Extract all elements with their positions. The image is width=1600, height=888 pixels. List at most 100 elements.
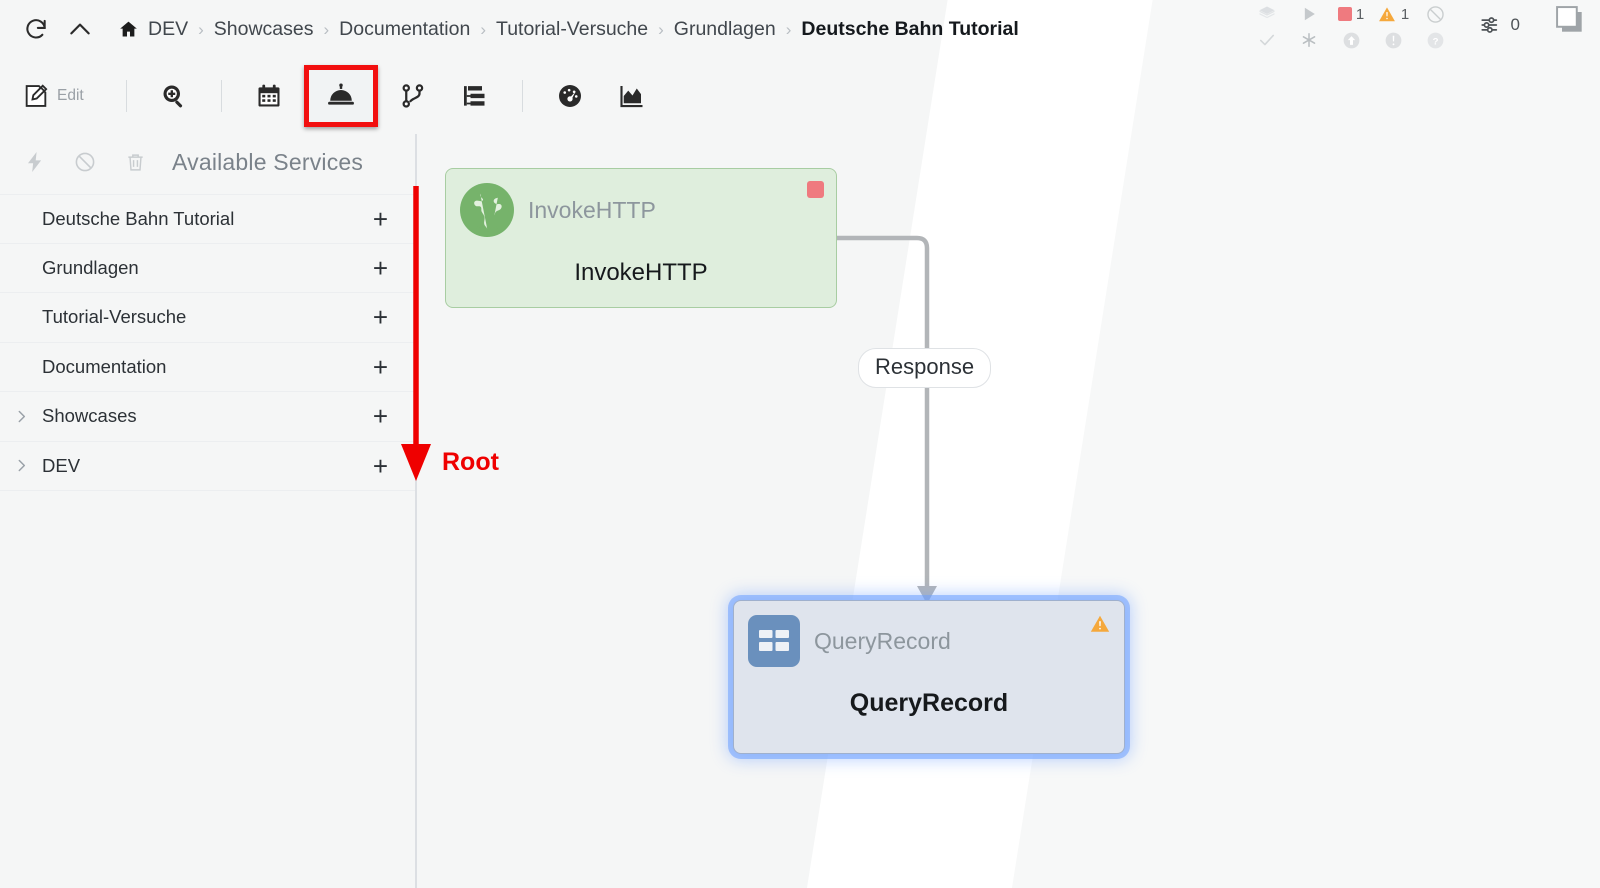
service-bell-icon — [328, 83, 354, 105]
exclamation-circle-icon[interactable] — [1372, 28, 1414, 52]
git-branch-icon — [402, 84, 424, 108]
service-row-1[interactable]: Grundlagen + — [0, 244, 416, 293]
service-row-2[interactable]: Tutorial-Versuche + — [0, 293, 416, 343]
breadcrumb-separator: › — [480, 19, 487, 39]
breadcrumb-bar: DEV › Showcases › Documentation › Tutori… — [0, 0, 1600, 58]
gauge-icon — [559, 85, 581, 107]
service-row-3[interactable]: Documentation + — [0, 343, 416, 392]
service-row-label: Deutsche Bahn Tutorial — [42, 207, 235, 229]
area-chart-icon — [620, 86, 643, 108]
stopped-count[interactable]: 1 — [1330, 2, 1372, 26]
breadcrumb-item-1[interactable]: Showcases — [213, 17, 314, 40]
toolbar-divider — [126, 80, 127, 112]
svg-text:?: ? — [1432, 36, 1438, 47]
root-annotation-label: Root — [442, 448, 499, 476]
invokehttp-node[interactable]: InvokeHTTP InvokeHTTP — [445, 168, 837, 308]
queryrecord-node-title: QueryRecord — [849, 689, 1009, 717]
add-service-button[interactable]: + — [372, 252, 388, 283]
status-row-secondary: ? — [1246, 28, 1546, 52]
layers-icon[interactable] — [1246, 2, 1288, 26]
copy-squares-icon[interactable] — [1554, 4, 1586, 41]
services-button[interactable] — [304, 65, 378, 127]
connection-layer — [837, 235, 937, 604]
breadcrumb-item-4[interactable]: Grundlagen — [673, 17, 776, 40]
stopped-square-icon — [807, 181, 824, 198]
status-row-primary: 1 1 — [1246, 2, 1546, 26]
breadcrumb-separator: › — [785, 19, 792, 39]
queryrecord-node[interactable]: QueryRecord QueryRecord — [733, 600, 1125, 754]
service-row-label: Documentation — [42, 355, 167, 377]
warning-triangle-icon — [1090, 615, 1110, 632]
magnifier-plus-icon — [163, 85, 183, 108]
calendar-icon — [258, 84, 280, 107]
breadcrumb-item-3[interactable]: Tutorial-Versuche — [496, 17, 649, 40]
queryrecord-node-header: QueryRecord — [734, 601, 1124, 667]
services-button-highlight — [304, 65, 378, 127]
version-control-button[interactable] — [382, 71, 444, 121]
play-icon[interactable] — [1288, 2, 1330, 26]
zoom-in-button[interactable] — [143, 71, 205, 121]
flow-status-cluster: 1 1 — [1246, 0, 1546, 54]
available-services-title: Available Services — [172, 148, 364, 175]
connection-invokehttp-to-queryrecord — [837, 235, 930, 600]
service-row-label: Tutorial-Versuche — [42, 306, 187, 328]
invokehttp-node-title: InvokeHTTP — [574, 259, 708, 286]
delete-trash-icon[interactable] — [110, 140, 160, 184]
invokehttp-node-type: InvokeHTTP — [528, 196, 656, 223]
table-grid-icon — [748, 615, 800, 667]
flow-canvas[interactable]: InvokeHTTP InvokeHTTP Response — [417, 134, 1600, 888]
invokehttp-node-header: InvokeHTTP — [446, 169, 836, 237]
toolbar-divider — [221, 80, 222, 112]
service-row-label: Showcases — [42, 405, 137, 427]
add-service-button[interactable]: + — [372, 351, 388, 382]
asterisk-icon[interactable] — [1288, 28, 1330, 52]
queryrecord-status-badge[interactable] — [1088, 613, 1112, 635]
calendar-button[interactable] — [238, 71, 300, 121]
service-row-0[interactable]: Deutsche Bahn Tutorial + — [0, 194, 416, 244]
gauge-button[interactable] — [539, 71, 601, 121]
available-services-header: Available Services — [0, 134, 416, 190]
flow-settings-count[interactable]: 0 — [1479, 12, 1520, 38]
collapse-chevron-up-icon[interactable] — [58, 7, 102, 51]
check-icon[interactable] — [1246, 28, 1288, 52]
breadcrumb-item-0[interactable]: DEV — [148, 17, 189, 40]
breadcrumb-item-2[interactable]: Documentation — [339, 17, 471, 40]
pencil-document-icon — [25, 84, 48, 107]
sidebar-divider[interactable] — [415, 134, 417, 888]
breadcrumb-separator: › — [323, 19, 330, 39]
service-row-4[interactable]: Showcases + — [0, 392, 416, 442]
enable-all-lightning-icon[interactable] — [10, 140, 60, 184]
home-icon[interactable] — [118, 19, 139, 40]
disabled-icon[interactable] — [1414, 2, 1456, 26]
add-service-button[interactable]: + — [372, 450, 388, 481]
breadcrumb-item-current: Deutsche Bahn Tutorial — [801, 17, 1019, 40]
breadcrumb-separator: › — [198, 19, 204, 39]
globe-icon — [460, 183, 514, 237]
question-circle-icon[interactable]: ? — [1414, 28, 1456, 52]
stopped-count-value: 1 — [1355, 5, 1365, 23]
expand-chevron-icon[interactable] — [4, 409, 38, 424]
add-service-button[interactable]: + — [372, 203, 388, 234]
warning-triangle-icon — [1378, 6, 1395, 21]
connection-label-response[interactable]: Response — [858, 348, 992, 388]
add-service-button[interactable]: + — [372, 401, 388, 432]
warning-count-value: 1 — [1400, 5, 1410, 23]
flow-toolbar: Edit — [0, 58, 1600, 134]
hierarchy-button[interactable] — [444, 71, 506, 121]
disable-all-prohibited-icon[interactable] — [60, 140, 110, 184]
connection-arrowhead — [917, 586, 937, 604]
warning-count[interactable]: 1 — [1372, 2, 1414, 26]
sliders-icon — [1480, 17, 1497, 33]
service-row-5[interactable]: DEV + — [0, 442, 416, 491]
add-service-button[interactable]: + — [372, 302, 388, 333]
red-square-icon — [1337, 7, 1352, 21]
edit-button-label: Edit — [57, 87, 84, 104]
refresh-icon[interactable] — [14, 7, 58, 51]
edit-button[interactable]: Edit — [14, 71, 110, 121]
expand-chevron-icon[interactable] — [4, 458, 38, 473]
invokehttp-status-badge[interactable] — [807, 181, 824, 198]
hierarchy-list-icon — [464, 86, 485, 106]
arrow-up-circle-icon[interactable] — [1330, 28, 1372, 52]
chart-button[interactable] — [601, 71, 663, 121]
